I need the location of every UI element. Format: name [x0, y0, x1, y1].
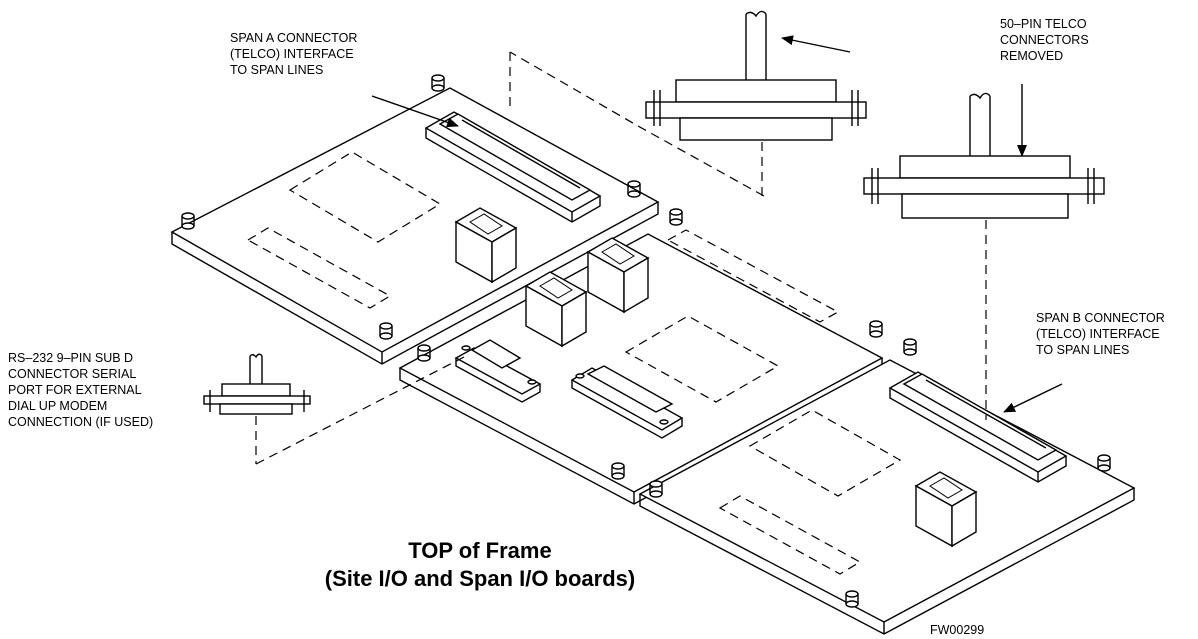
- standoff-post: [845, 590, 859, 608]
- title-line-2: (Site I/O and Span I/O boards): [325, 566, 635, 591]
- label-line: 50–PIN TELCO: [1000, 17, 1087, 31]
- label-line: CONNECTORS: [1000, 33, 1089, 47]
- standoff-post: [1097, 454, 1111, 472]
- db9-connector: [454, 339, 542, 403]
- leader-arrows: [371, 35, 1063, 413]
- label-line: PORT FOR EXTERNAL: [8, 383, 142, 397]
- standoff-post: [649, 480, 663, 498]
- site-telco-header: [570, 365, 684, 439]
- standoff-post: [379, 322, 393, 340]
- standoff-post: [627, 180, 641, 198]
- label-line: SPAN A CONNECTOR: [230, 31, 357, 45]
- label-line: RS–232 9–PIN SUB D: [8, 351, 133, 365]
- removed-telco-connector-1: [645, 10, 867, 196]
- label-line: TO SPAN LINES: [1036, 343, 1129, 357]
- standoff-post: [869, 320, 883, 338]
- label-line: (TELCO) INTERFACE: [230, 47, 354, 61]
- label-line: SPAN B CONNECTOR: [1036, 311, 1165, 325]
- rj-jack: [914, 471, 978, 548]
- label-telco-removed: 50–PIN TELCO CONNECTORS REMOVED: [1000, 17, 1089, 63]
- guide-lines: [255, 51, 765, 465]
- rj-jack: [586, 237, 650, 314]
- label-span-b: SPAN B CONNECTOR (TELCO) INTERFACE TO SP…: [1036, 311, 1165, 357]
- label-rs232: RS–232 9–PIN SUB D CONNECTOR SERIAL PORT…: [8, 351, 153, 429]
- standoff-post: [181, 212, 195, 230]
- figure-title: TOP of Frame (Site I/O and Span I/O boar…: [325, 538, 635, 591]
- label-line: CONNECTION (IF USED): [8, 415, 153, 429]
- standoff-post: [431, 74, 445, 92]
- span-a-board: [170, 74, 660, 365]
- label-line: CONNECTOR SERIAL: [8, 367, 136, 381]
- span-b-board: [638, 338, 1136, 635]
- label-line: DIAL UP MODEM: [8, 399, 107, 413]
- removed-db9-connector: [203, 353, 311, 415]
- removed-telco-connector-2: [863, 92, 1105, 420]
- title-line-1: TOP of Frame: [408, 538, 551, 563]
- standoff-post: [611, 462, 625, 480]
- rj-jack: [524, 271, 588, 348]
- figure-id: FW00299: [930, 623, 984, 637]
- span-b-telco-connector: [888, 371, 1068, 483]
- label-span-a: SPAN A CONNECTOR (TELCO) INTERFACE TO SP…: [230, 31, 357, 77]
- span-a-telco-connector: [424, 111, 602, 223]
- standoff-post: [669, 208, 683, 226]
- label-line: REMOVED: [1000, 49, 1063, 63]
- label-line: (TELCO) INTERFACE: [1036, 327, 1160, 341]
- site-io-board: [398, 208, 884, 505]
- label-line: TO SPAN LINES: [230, 63, 323, 77]
- standoff-post: [417, 344, 431, 362]
- rj-jack: [454, 207, 518, 284]
- standoff-post: [903, 338, 917, 356]
